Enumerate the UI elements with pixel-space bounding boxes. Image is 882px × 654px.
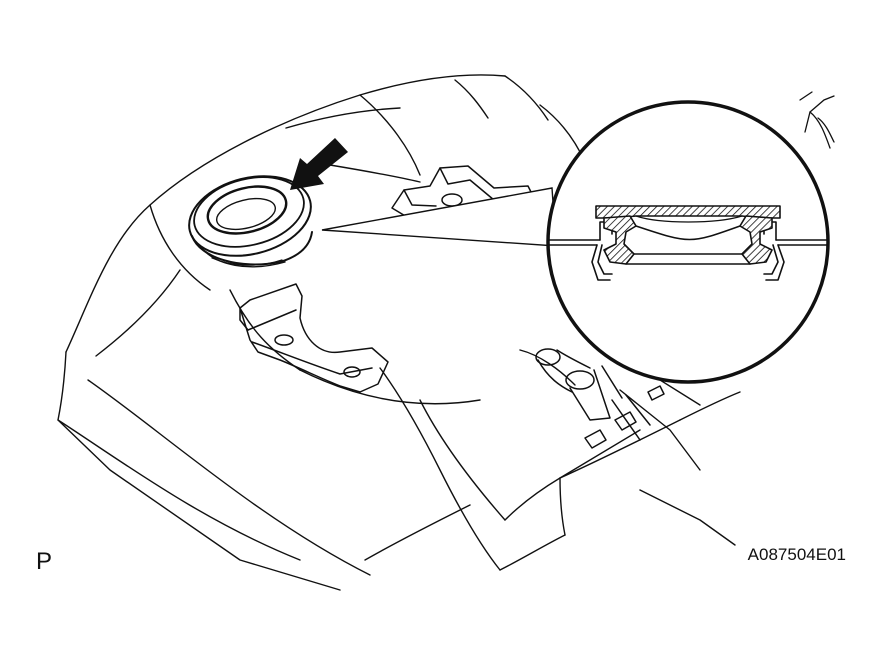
view-mark: P: [36, 548, 53, 575]
figure-code: A087504E01: [747, 545, 846, 564]
detail-view-circle: [546, 100, 830, 384]
detail-leader: [321, 187, 557, 247]
pointer-arrow: [290, 138, 348, 190]
tank-body-outline: [57, 74, 741, 591]
mounting-bracket-left: [239, 283, 389, 393]
upper-right-bracket: [799, 91, 835, 149]
fuel-pipe-connector: [535, 348, 665, 449]
grommet-assembly: [188, 175, 313, 268]
